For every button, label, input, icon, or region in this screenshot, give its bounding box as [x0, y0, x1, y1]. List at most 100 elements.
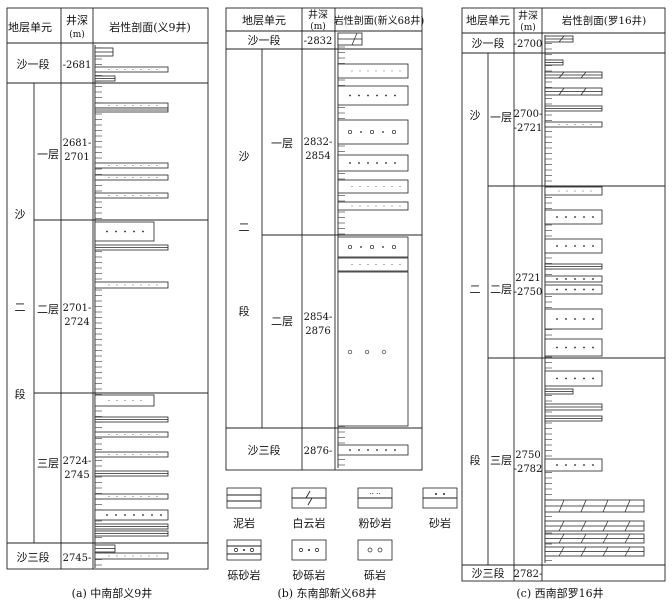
sand-dot: [376, 449, 378, 451]
silt-dot: [558, 124, 560, 125]
dolomite-slash: [580, 71, 587, 79]
silt-dot: [156, 165, 158, 166]
silt-dot: [140, 400, 142, 401]
well-a-layer1: 一层: [37, 148, 59, 161]
sand-dot: [382, 131, 384, 133]
lithology-bed: [544, 338, 603, 357]
well-b-depth-header: 井深: [308, 8, 328, 21]
silt-dot: [359, 70, 361, 72]
lithology-bed: [94, 509, 169, 521]
lithology-bed: [337, 201, 409, 211]
lithology-bed: [337, 271, 409, 427]
silt-dot: [375, 205, 377, 207]
silt-dot: [399, 186, 401, 187]
well-a-sha1-depth: -2681: [63, 60, 92, 71]
lithology-bed: [94, 66, 169, 73]
dolomite-slash: [624, 546, 631, 557]
well-c-sha3-depth: 2782-: [514, 569, 543, 580]
pebble: [391, 129, 397, 135]
silt-dot: [140, 69, 142, 70]
silt-dot: [132, 105, 134, 106]
silt-dot: [124, 105, 126, 106]
silt-dot: [383, 70, 385, 72]
pebble: [347, 244, 353, 250]
silt-dot: [124, 284, 126, 286]
silt-dot: [351, 264, 353, 265]
silt-dot: [148, 195, 150, 196]
legend-item-pebbly-sandstone: 砂砾岩: [291, 539, 327, 582]
silt-dot: [140, 195, 142, 196]
sand-dot: [394, 162, 396, 164]
dolomite-slash: [580, 533, 587, 544]
silt-dot: [351, 70, 353, 72]
silt-dot: [116, 195, 118, 196]
sand-dot: [592, 245, 594, 247]
well-c-sha3-label: 沙三段: [472, 566, 505, 580]
silt-dot: [391, 186, 393, 187]
silt-dot: [566, 190, 568, 192]
well-a-l1-depth-top: 2681-: [63, 138, 92, 149]
well-c-l1-depth-top: 2700-: [514, 109, 543, 120]
lithology-bed: [544, 209, 603, 225]
silt-dot: [124, 496, 126, 497]
sand-dot: [574, 318, 576, 320]
silt-dot: [140, 555, 142, 557]
sand-dot: [583, 278, 585, 280]
silt-dot: [156, 69, 158, 70]
silt-dot: [148, 284, 150, 286]
well-a-sha2-char-3: 段: [15, 387, 26, 401]
well-b-unit-header: 地层单元: [242, 14, 286, 27]
sand-dot: [565, 464, 567, 466]
well-b-layer2: 二层: [271, 315, 293, 328]
well-c-depth-header: 井深: [518, 9, 538, 22]
well-c-l2-depth-top: 2721: [515, 273, 540, 284]
silt-dot: [140, 496, 142, 497]
silt-dot: [116, 69, 118, 70]
silt-dot: [391, 70, 393, 72]
silt-dot: [148, 165, 150, 166]
silt-dot: [116, 284, 118, 286]
dolomite-slash: [558, 533, 565, 544]
silt-dot: [124, 555, 126, 557]
well-b-lithology-column: [337, 32, 409, 468]
sand-dot: [106, 514, 108, 516]
sand-dot: [556, 288, 558, 291]
lithology-bed: [544, 458, 603, 472]
silt-dot: [148, 434, 150, 435]
silt-dot: [566, 124, 568, 125]
silt-dot: [124, 434, 126, 435]
well-c-unit-header: 地层单元: [466, 14, 510, 27]
dolomite-slash: [624, 499, 631, 513]
well-c-l3-depth-top: 2750: [515, 450, 540, 461]
well-b-depth-unit: (m): [310, 21, 326, 32]
silt-dot: [108, 195, 110, 196]
well-a-l3-depth-top: 2724-: [63, 456, 92, 467]
silt-dot: [108, 165, 110, 166]
lithology-bed: [544, 186, 603, 196]
dolomite-slash: [558, 35, 565, 43]
pebble: [391, 244, 397, 250]
silt-dot: [108, 284, 110, 286]
legend-label-pebbly-sandstone: 砂砾岩: [293, 568, 326, 582]
silt-dot: [359, 264, 361, 265]
sand-dot: [565, 245, 567, 247]
well-b-l2-depth-bottom: 2876: [305, 326, 330, 337]
well-a-layer2: 二层: [37, 303, 59, 316]
silt-dot: [132, 454, 134, 455]
pebble: [369, 244, 375, 250]
sand-dot: [133, 514, 135, 516]
sand-dot: [160, 514, 162, 516]
silt-dot: [140, 284, 142, 286]
legend-label-gravel-sandstone: 砾砂岩: [228, 568, 261, 582]
silt-dot: [116, 105, 118, 106]
sand-dot: [385, 449, 387, 451]
sand-dot: [151, 514, 153, 516]
pebble: [347, 349, 353, 355]
silt-dot: [124, 177, 126, 178]
sand-dot: [376, 162, 378, 164]
sand-dot: [556, 377, 558, 380]
dolomite-slash: [602, 499, 609, 513]
lithology-bed: [94, 493, 169, 500]
legend-label-dolomite: 白云岩: [293, 516, 326, 530]
silt-dot: [124, 69, 126, 70]
